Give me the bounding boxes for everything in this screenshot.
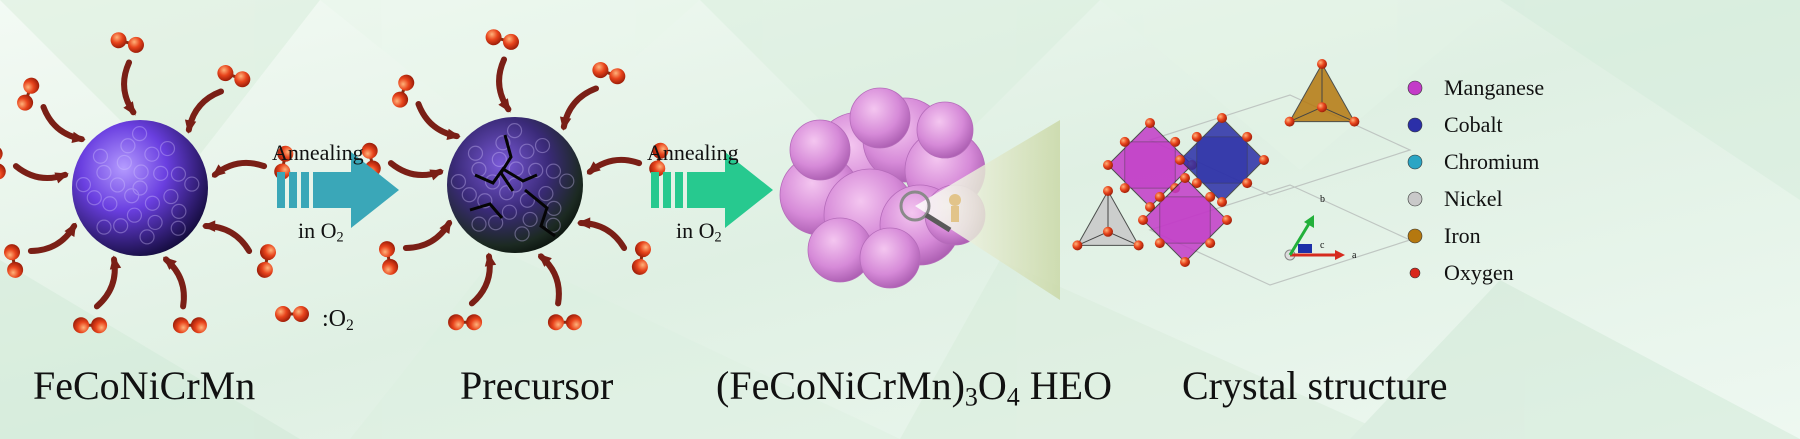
legend-marker-iron — [1407, 228, 1423, 244]
iron-tetrahedron — [1284, 59, 1360, 127]
legend-marker-nickel — [1407, 191, 1423, 207]
legend-label-manganese: Manganese — [1444, 75, 1545, 100]
precursor-inward-arrow — [586, 156, 643, 175]
precursor-particle — [447, 117, 583, 253]
alloy-inward-arrow — [93, 255, 122, 310]
precursor-cracks — [469, 134, 556, 238]
alloy-inward-arrow — [121, 59, 137, 116]
precursor-inward-arrow — [415, 101, 461, 141]
alloy-o2-molecule — [17, 77, 40, 111]
arrow1-bottom-text: in O — [298, 218, 337, 243]
arrow2-bottom-sub: 2 — [714, 229, 722, 246]
axis-b-label: b — [1320, 194, 1325, 205]
alloy-o2-molecule — [256, 244, 277, 278]
precursor-inward-arrow — [387, 160, 444, 181]
arrow1-top-label: Annealing — [272, 140, 364, 165]
legend-marker-cobalt — [1407, 117, 1423, 133]
alloy-inward-arrow — [201, 220, 253, 254]
legend-marker-oxygen — [1409, 267, 1421, 279]
alloy-inward-arrow — [27, 222, 78, 254]
heo-suffix: HEO — [1019, 363, 1112, 408]
alloy-inward-arrow — [211, 159, 268, 178]
o2-key-text: :O — [322, 306, 346, 332]
manganese-octahedron — [1103, 118, 1197, 212]
arrow2-bottom-label: in O2 — [676, 218, 722, 246]
precursor-surface-texture — [450, 123, 575, 242]
precursor-o2-molecule — [485, 29, 519, 50]
alloy-particle — [72, 120, 208, 256]
alloy-inward-arrow — [162, 256, 187, 310]
axes-triad — [1284, 215, 1345, 261]
legend-label-cobalt: Cobalt — [1444, 112, 1503, 137]
alloy-inward-arrow — [40, 104, 86, 144]
alloy-label: FeCoNiCrMn — [33, 363, 256, 408]
nickel-tetrahedron — [1072, 186, 1144, 251]
precursor-inward-arrow — [559, 85, 599, 131]
alloy-inward-arrow — [184, 88, 224, 134]
alloy-o2-molecule — [3, 244, 24, 278]
heo-label: (FeCoNiCrMn)3O4 HEO — [716, 362, 1112, 412]
alloy-o2-molecule — [0, 145, 6, 180]
precursor-inward-arrow — [576, 217, 628, 251]
alloy-o2-molecule — [217, 65, 251, 88]
tiny-scientist-body — [951, 206, 959, 222]
alloy-inward-arrow — [12, 163, 69, 184]
o2-key-molecule — [275, 306, 309, 322]
precursor-inward-arrow — [468, 252, 497, 307]
legend-marker-manganese — [1407, 80, 1423, 96]
cobalt-octahedron — [1175, 113, 1269, 207]
axis-c-label: c — [1320, 240, 1325, 251]
axis-a-label: a — [1352, 250, 1357, 261]
heo-subscript-4: 4 — [1006, 382, 1020, 412]
alloy-o2-molecule — [172, 317, 207, 334]
precursor-label: Precursor — [460, 363, 614, 408]
precursor-inward-arrow — [402, 219, 453, 251]
alloy-o2-molecule — [73, 317, 108, 334]
manganese-octahedron-2 — [1138, 173, 1232, 267]
heo-subscript-3: 3 — [964, 382, 978, 412]
legend-marker-chromium — [1407, 154, 1423, 170]
arrow1-bottom-label: in O2 — [298, 218, 344, 246]
arrow2-top-label: Annealing — [647, 140, 739, 165]
precursor-inward-arrow — [537, 253, 562, 307]
magnifier-lens — [899, 190, 931, 222]
alloy-surface-texture — [75, 126, 200, 245]
magnifier-handle — [924, 212, 952, 233]
alloy-o2-molecule — [110, 32, 144, 53]
legend-label-oxygen: Oxygen — [1444, 260, 1514, 285]
arrow2-bottom-text: in O — [676, 218, 715, 243]
precursor-o2-molecule — [592, 62, 626, 85]
heo-oxygen: O — [977, 363, 1007, 408]
legend-label-iron: Iron — [1444, 223, 1481, 248]
heo-formula: (FeCoNiCrMn) — [716, 363, 965, 408]
magnifier-beam — [915, 120, 1060, 300]
precursor-o2-molecule — [448, 314, 483, 331]
legend-label-chromium: Chromium — [1444, 149, 1540, 174]
o2-key-label: :O2 — [322, 306, 354, 333]
arrow1-bottom-sub: 2 — [336, 229, 344, 246]
annealing-arrow-2 — [651, 152, 773, 228]
precursor-o2-molecule — [547, 314, 582, 331]
precursor-o2-molecule — [392, 74, 415, 108]
precursor-o2-molecule — [631, 241, 652, 275]
tiny-scientist-head — [949, 194, 961, 206]
o2-key-sub: 2 — [346, 316, 354, 334]
precursor-inward-arrow — [496, 56, 512, 113]
crystal-structure-label: Crystal structure — [1182, 363, 1448, 408]
annealing-arrow-1 — [277, 152, 399, 228]
heo-nanocluster — [779, 87, 986, 289]
precursor-o2-molecule — [378, 241, 399, 275]
legend-label-nickel: Nickel — [1444, 186, 1503, 211]
